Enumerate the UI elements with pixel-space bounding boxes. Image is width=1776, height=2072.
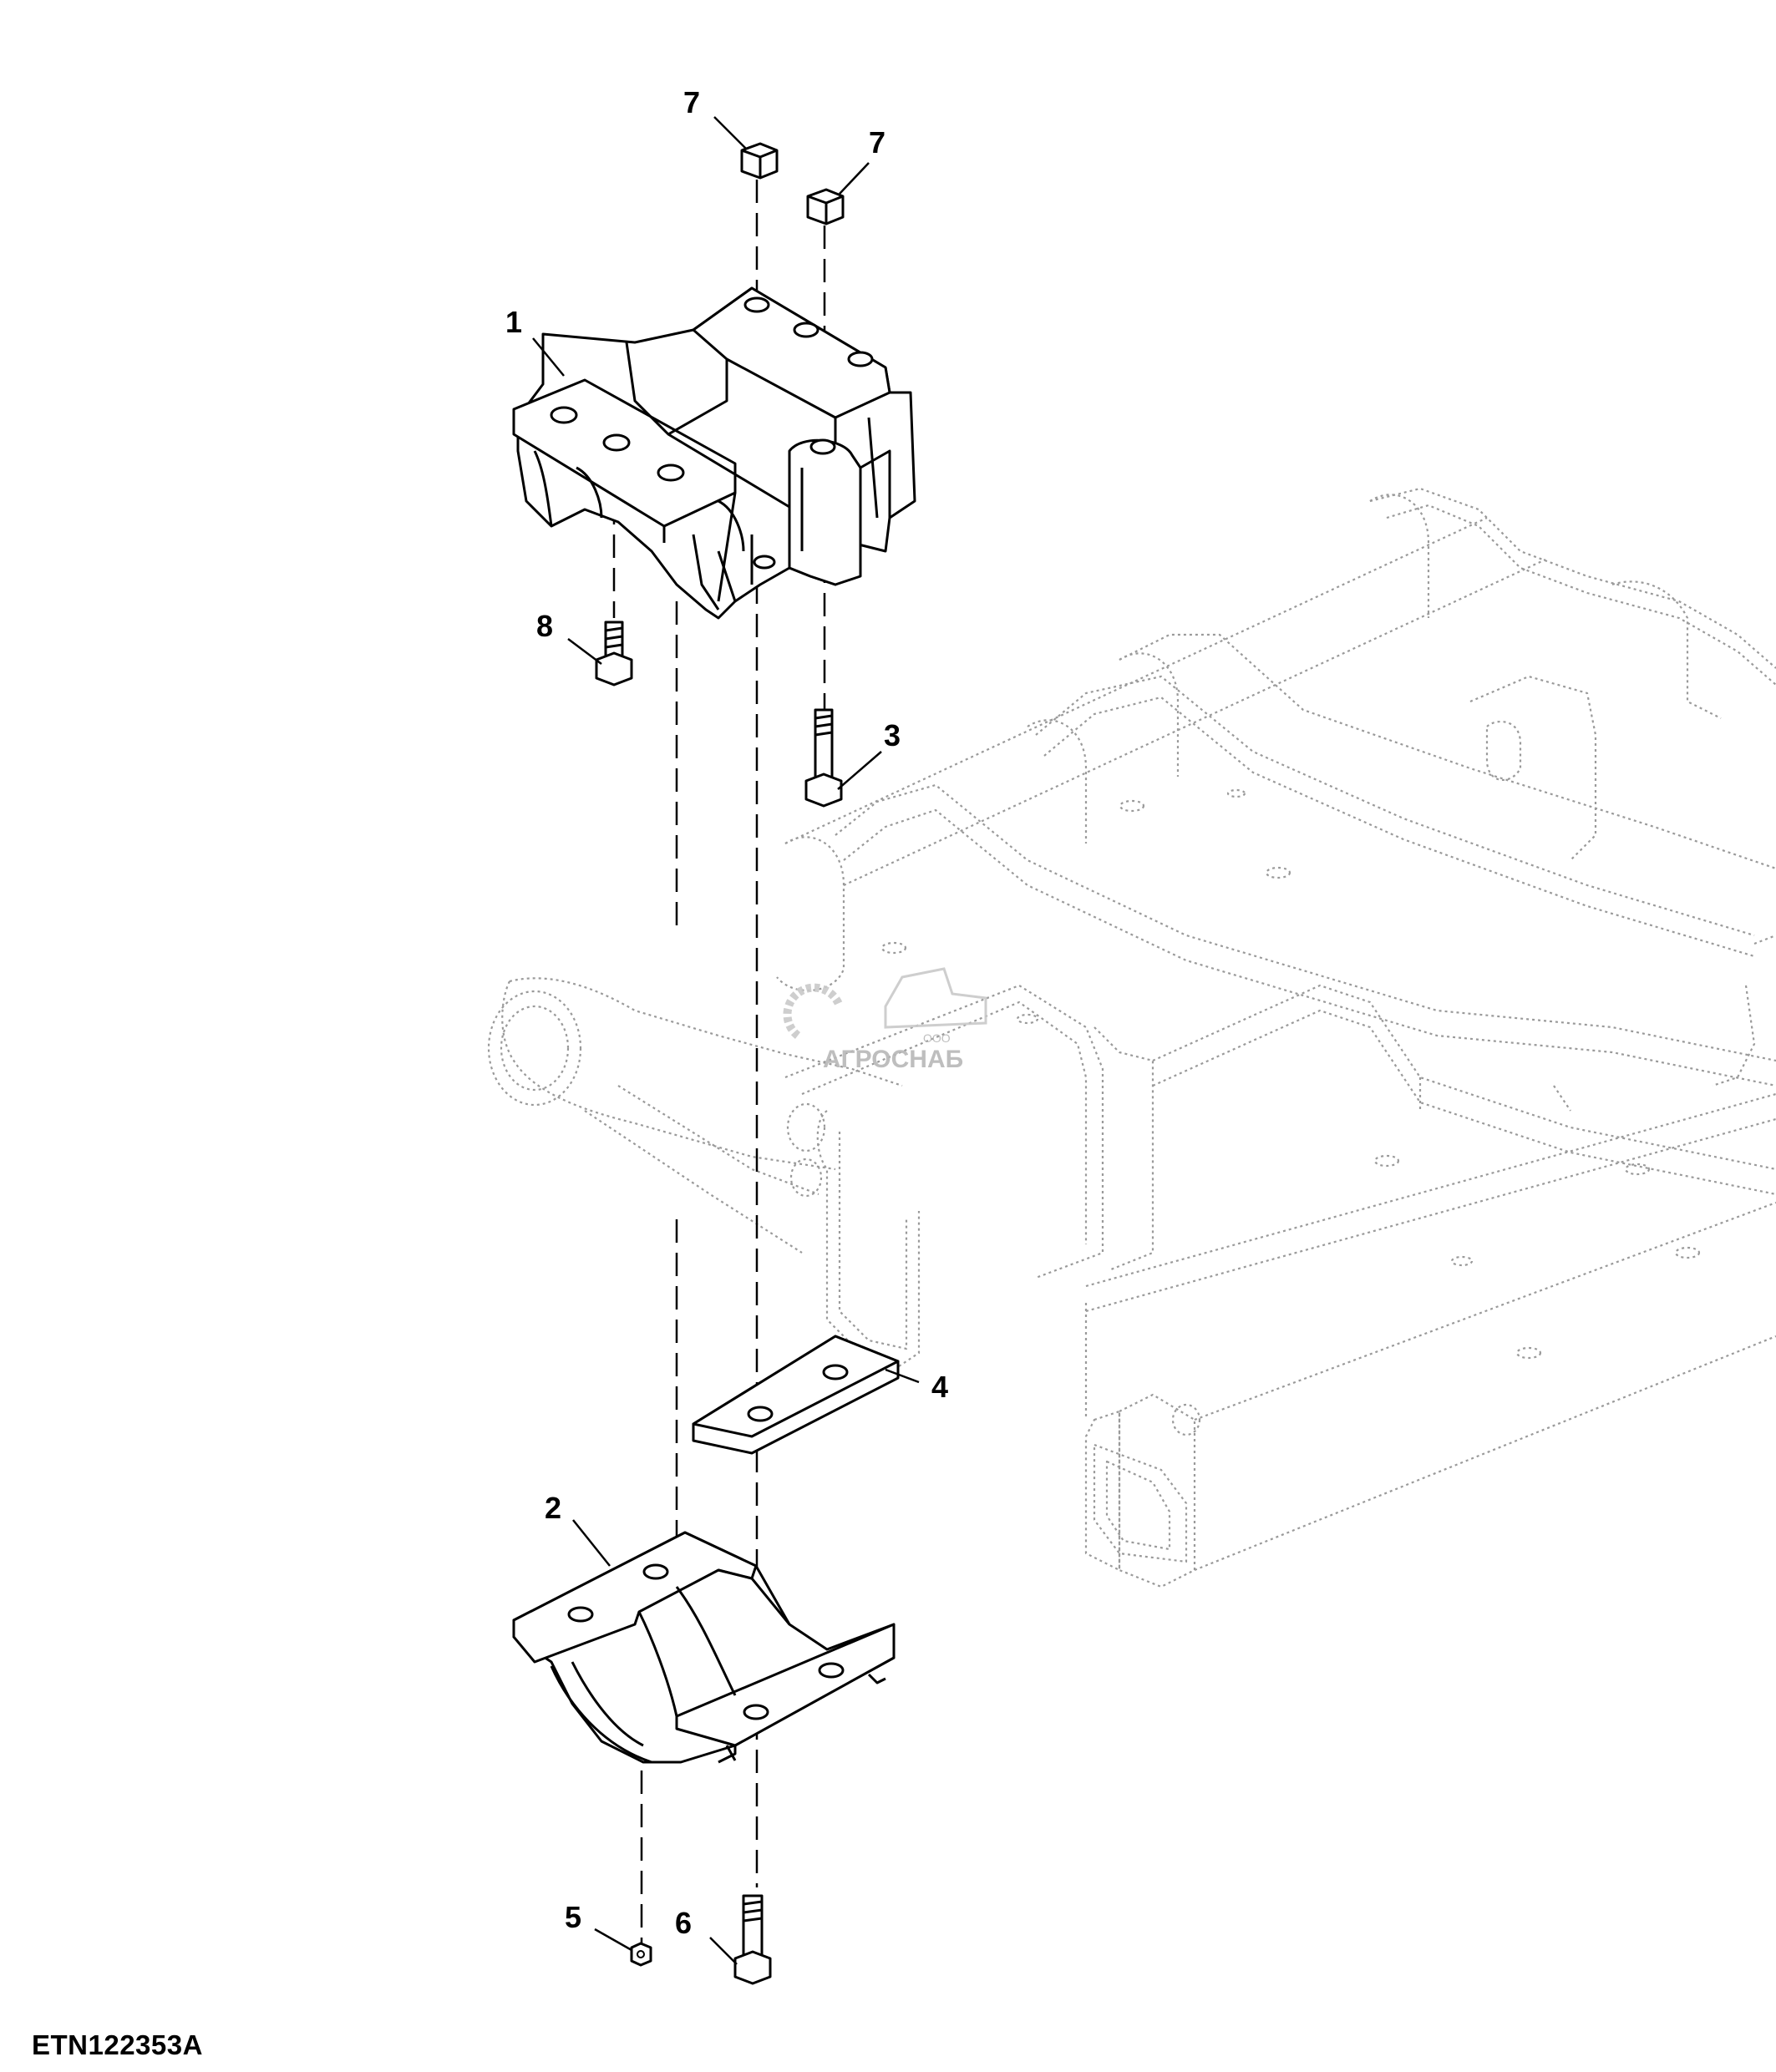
callout-8: 8	[536, 609, 553, 643]
callout-6: 6	[675, 1906, 692, 1940]
ghost-frame-assembly	[487, 487, 1776, 1588]
shim-plate	[692, 1335, 900, 1455]
watermark-name: АГРОСНАБ	[823, 1046, 963, 1073]
hex-nut-right	[806, 188, 845, 225]
leader-lines	[532, 116, 920, 1965]
callout-2: 2	[545, 1491, 561, 1525]
hex-nut-left	[740, 142, 779, 180]
watermark-small: ООО	[923, 1031, 951, 1045]
small-nut-5	[630, 1942, 652, 1967]
callout-7a: 7	[683, 85, 700, 119]
lower-clamp-cap	[512, 1531, 896, 1764]
callout-1: 1	[505, 305, 522, 339]
callout-7b: 7	[869, 125, 885, 160]
callout-3: 3	[884, 718, 901, 752]
bolt-3	[804, 708, 843, 808]
figure-code: ETN122353A	[32, 2029, 203, 2060]
bolt-6	[733, 1894, 772, 1985]
watermark-gear-icon	[783, 983, 844, 1039]
callout-labels: 7 7 1 8 3 4 2 5 6	[505, 85, 948, 1940]
watermark: ООО АГРОСНАБ	[783, 967, 987, 1073]
bolt-8	[595, 621, 633, 686]
upper-clamp-block	[512, 286, 916, 620]
callout-5: 5	[565, 1900, 581, 1934]
watermark-combine-icon	[884, 967, 987, 1029]
callout-4: 4	[931, 1370, 948, 1404]
